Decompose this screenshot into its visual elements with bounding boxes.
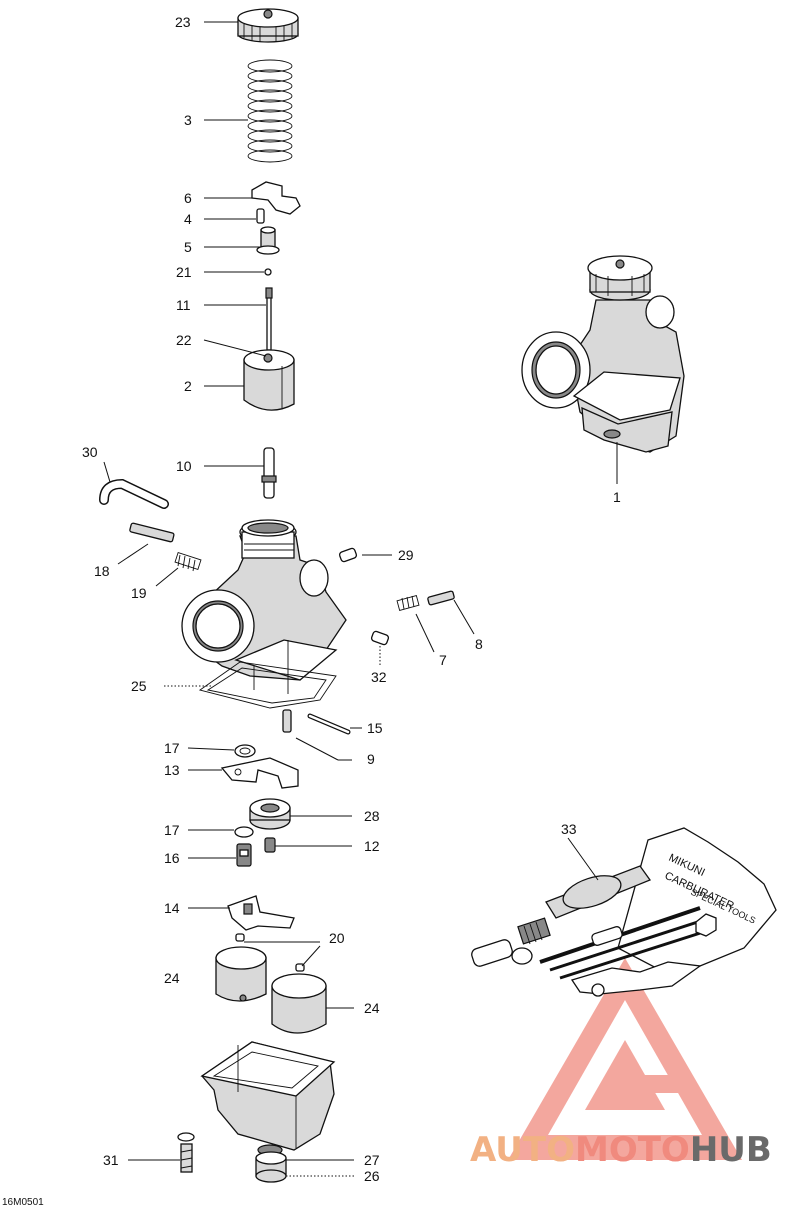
watermark-part-hub: HUB: [689, 1130, 772, 1170]
callout-21: 21: [176, 264, 192, 280]
callout-11: 11: [176, 297, 191, 313]
callout-27: 27: [364, 1152, 380, 1168]
leader-lines: [103, 21, 618, 1177]
part-screw-spring: [174, 551, 202, 572]
callout-9: 9: [367, 751, 375, 767]
part-needle-holder: [256, 226, 280, 255]
watermark-part-moto: MOTO: [574, 1130, 690, 1170]
callout-6: 6: [184, 190, 192, 206]
part-carburetor-body: [181, 519, 347, 694]
part-tool-kit: MIKUNI CARBURATER SPECIAL TOOLS: [471, 827, 777, 997]
callout-17-lower: 17: [164, 822, 180, 838]
part-float-pin: [307, 713, 351, 735]
part-jet-needle: [265, 287, 273, 351]
part-throttle-stop-spring: [396, 595, 420, 611]
part-o-ring-lower: [234, 826, 254, 838]
part-drain-plug: [255, 1144, 287, 1183]
part-float-bowl-gasket: [198, 661, 337, 709]
callout-1: 1: [613, 489, 621, 505]
callout-14: 14: [164, 900, 180, 916]
part-air-screw: [129, 522, 175, 543]
callout-2: 2: [184, 378, 192, 394]
part-needle-valve: [264, 837, 276, 853]
part-adjuster-cap: [338, 547, 358, 563]
part-float-bowl: [200, 1041, 336, 1151]
callout-8: 8: [475, 636, 483, 652]
part-main-jet: [236, 843, 252, 867]
part-hose: [99, 478, 169, 509]
callout-30: 30: [82, 444, 98, 460]
callout-24-right: 24: [364, 1000, 380, 1016]
callout-25: 25: [131, 678, 147, 694]
callout-16: 16: [164, 850, 180, 866]
part-bowl-bolt: [177, 1132, 195, 1173]
part-needle-jet: [261, 447, 277, 499]
watermark-part-auto: AUTO: [470, 1130, 575, 1170]
part-carburetor-assembly: [521, 255, 685, 453]
callout-17-upper: 17: [164, 740, 180, 756]
callout-20: 20: [329, 930, 345, 946]
watermark-logo: [508, 958, 742, 1160]
part-e-clip: [264, 268, 272, 276]
callout-26: 26: [364, 1168, 380, 1184]
part-throttle-slide: [243, 349, 295, 411]
part-float-left: [215, 946, 267, 1002]
callout-5: 5: [184, 239, 192, 255]
callout-31: 31: [103, 1152, 119, 1168]
callout-19: 19: [131, 585, 147, 601]
callout-13: 13: [164, 762, 180, 778]
part-o-ring-upper: [234, 744, 256, 758]
callout-33: 33: [561, 821, 577, 837]
part-plug: [370, 630, 390, 646]
callout-18: 18: [94, 563, 110, 579]
callout-10: 10: [176, 458, 192, 474]
callout-4: 4: [184, 211, 192, 227]
callout-labels: 23 3 6 4 5 21 11 22 2 10 30 1 18 19 29 7…: [82, 14, 621, 1184]
callout-32: 32: [371, 669, 387, 685]
callout-24-left: 24: [164, 970, 180, 986]
part-float-right: [271, 973, 327, 1034]
callout-3: 3: [184, 112, 192, 128]
diagram-code: 16M0501: [2, 1197, 44, 1208]
part-ring-seal: [249, 798, 291, 830]
callout-29: 29: [398, 547, 414, 563]
part-pilot-jet: [282, 709, 292, 733]
callout-15: 15: [367, 720, 383, 736]
callout-22: 22: [176, 332, 192, 348]
callout-28: 28: [364, 808, 380, 824]
part-needle-clip: [256, 208, 265, 224]
callout-12: 12: [364, 838, 380, 854]
part-throttle-stop-screw: [427, 590, 455, 606]
watermark-text: AUTOMOTOHUB: [470, 1130, 800, 1170]
callout-23: 23: [175, 14, 191, 30]
part-clip-plate: [251, 181, 301, 215]
callout-7: 7: [439, 652, 447, 668]
part-baffle-plate: [220, 757, 299, 789]
part-float-arm: [227, 895, 295, 931]
part-cap: [237, 8, 299, 43]
part-spring: [247, 59, 293, 163]
